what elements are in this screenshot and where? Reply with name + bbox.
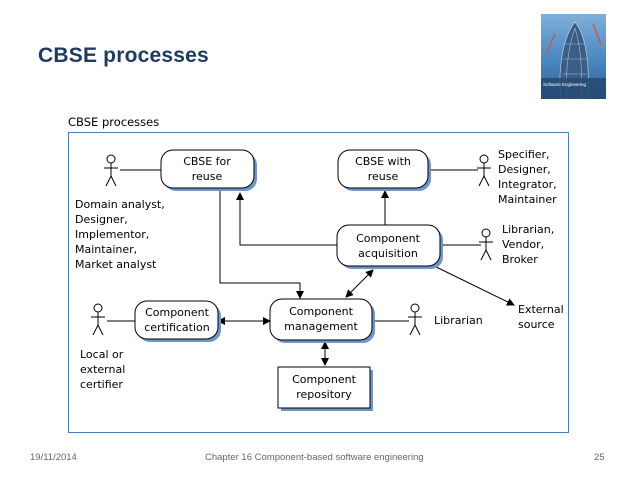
- cover-caption: Software Engineering: [543, 82, 587, 87]
- node-component-certification: Component certification: [134, 300, 221, 342]
- node-label-line: reuse: [192, 170, 223, 183]
- node-label-line: certification: [144, 321, 210, 334]
- stick-figure-icon: [479, 228, 493, 261]
- node-label-line: Component: [289, 305, 354, 318]
- node-cbse-for-reuse: CBSE for reuse: [160, 149, 257, 191]
- actor-label-specifier: Specifier, Designer, Integrator, Maintai…: [498, 148, 557, 206]
- actor-label-line: Librarian: [434, 314, 483, 327]
- node-component-acquisition: Component acquisition: [336, 224, 443, 269]
- node-label-line: CBSE with: [355, 155, 411, 168]
- actor-label-line: External: [518, 303, 564, 316]
- stick-figure-icon: [104, 154, 118, 187]
- footer-date: 19/11/2014: [30, 452, 77, 463]
- footer-chapter: Chapter 16 Component-based software engi…: [205, 452, 424, 463]
- node-cbse-with-reuse: CBSE with reuse: [337, 149, 431, 191]
- node-label-line: Component: [292, 373, 357, 386]
- slide-title: CBSE processes: [38, 44, 209, 67]
- actor-label-line: Broker: [502, 253, 538, 266]
- diagram-heading: CBSE processes: [68, 115, 160, 129]
- actor-label-line: Designer,: [75, 213, 128, 226]
- actor-label-line: Maintainer,: [75, 243, 137, 256]
- node-component-management: Component management: [269, 298, 375, 343]
- actor-label-line: Designer,: [498, 163, 551, 176]
- actor-label-line: Integrator,: [498, 178, 557, 191]
- stick-figure-icon: [408, 303, 422, 336]
- node-label-line: Component: [145, 306, 210, 319]
- connector-acquisition-management: [345, 269, 374, 298]
- connector-for-reuse-to-management: [219, 191, 304, 299]
- actor-label-line: Local or: [80, 348, 124, 361]
- actor-label-librarian: Librarian: [434, 314, 483, 327]
- book-cover-image: Software Engineering: [541, 14, 606, 99]
- actor-label-line: Implementor,: [75, 228, 149, 241]
- actor-label-line: Maintainer: [498, 193, 557, 206]
- actor-label-line: Specifier,: [498, 148, 550, 161]
- actor-label-line: Domain analyst,: [75, 198, 165, 211]
- diagram-frame: [68, 132, 569, 433]
- node-component-repository: Component repository: [277, 366, 373, 411]
- connector-acquisition-to-external-source: [427, 262, 515, 306]
- node-label-line: management: [284, 320, 358, 333]
- connector-acquisition-to-for-reuse: [236, 192, 337, 246]
- node-label-line: reuse: [368, 170, 399, 183]
- actor-label-domain-analyst: Domain analyst, Designer, Implementor, M…: [75, 198, 165, 271]
- node-label-line: CBSE for: [183, 155, 231, 168]
- actor-label-certifier: Local or external certifier: [80, 348, 125, 391]
- actor-label-external-source: External source: [518, 303, 564, 331]
- connectors: [107, 169, 515, 366]
- footer-page-number: 25: [594, 452, 605, 463]
- actor-label-line: Librarian,: [502, 223, 554, 236]
- stick-figure-icon: [477, 154, 491, 187]
- stick-figure-icon: [91, 303, 105, 336]
- actor-label-line: source: [518, 318, 555, 331]
- node-label-line: Component: [356, 232, 421, 245]
- actor-label-line: certifier: [80, 378, 123, 391]
- actor-label-line: Market analyst: [75, 258, 157, 271]
- actor-label-line: Vendor,: [502, 238, 544, 251]
- actor-label-line: external: [80, 363, 125, 376]
- building-illustration-icon: [541, 21, 606, 99]
- node-label-line: acquisition: [358, 247, 418, 260]
- node-label-line: repository: [296, 388, 352, 401]
- actor-label-librarian-vendor-broker: Librarian, Vendor, Broker: [502, 223, 554, 266]
